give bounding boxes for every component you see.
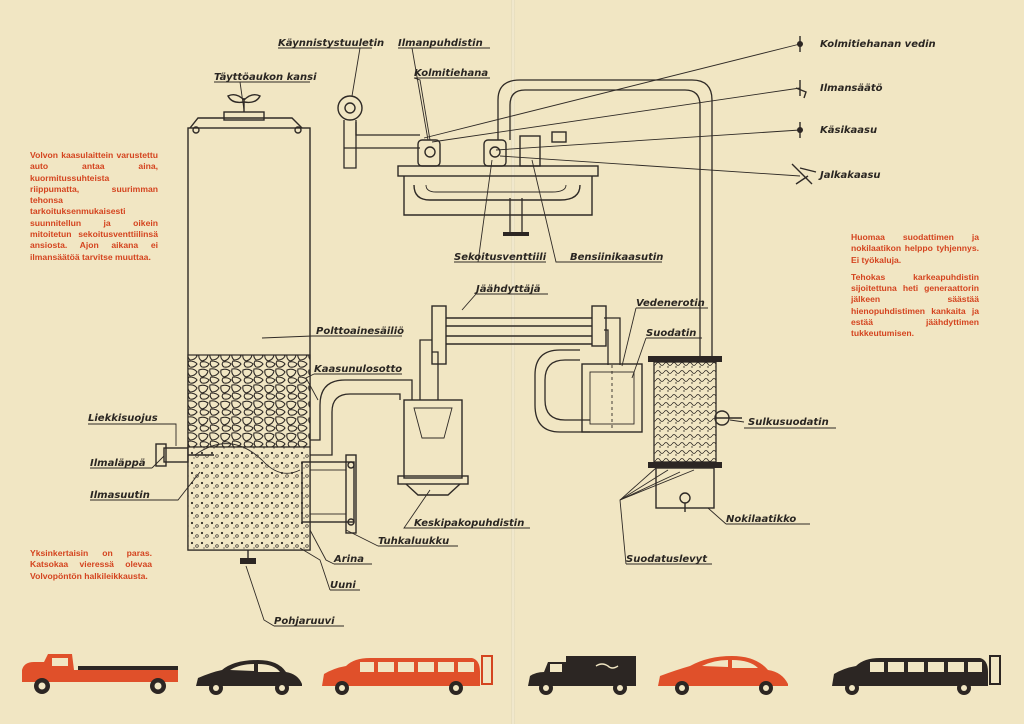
water-separator: [581, 363, 643, 433]
filter-note-2: Tehokas karkeapuhdistin sijoitettuna het…: [851, 271, 979, 339]
label-centrifugal-cleaner: Keskipakopuhdistin: [414, 518, 524, 529]
label-air-nozzle: Ilmasuutin: [90, 490, 150, 501]
vehicle-bus-dark: [832, 655, 1001, 695]
page-fold: [511, 0, 515, 724]
filter-notes: Huomaa suodattimen ja nokilaatikon helpp…: [851, 232, 979, 346]
generator-tank: [187, 127, 311, 564]
vehicle-truck-flatbed: [22, 654, 178, 694]
label-mixing-valve: Sekoitusventtiili: [454, 252, 547, 263]
label-gas-outlet: Kaasunulosotto: [314, 364, 402, 375]
filter-unit: [648, 356, 742, 512]
vehicle-sedan: [196, 660, 302, 695]
label-three-way-valve: Kolmitiehana: [414, 68, 488, 79]
label-start-fan: Käynnistystuuletin: [278, 38, 384, 49]
engine-manifold: [397, 131, 599, 216]
label-grate: Arina: [333, 554, 364, 565]
foot-throttle-pedal: [791, 163, 817, 185]
label-air-control: Ilmansäätö: [820, 83, 883, 94]
label-filler-lid: Täyttöaukon kansi: [214, 72, 317, 83]
label-cooler: Jäähdyttäjä: [474, 284, 541, 295]
label-bottom-screw: Pohjaruuvi: [274, 616, 335, 627]
label-air-cleaner: Ilmanpuhdistin: [398, 38, 483, 49]
label-three-way-pull: Kolmitiehanan vedin: [820, 39, 936, 50]
label-petrol-carburettor: Bensiinikaasutin: [570, 252, 663, 263]
simplicity-paragraph: Yksinkertaisin on paras. Katsokaa vieres…: [30, 548, 152, 581]
simplicity-text: Yksinkertaisin on paras. Katsokaa vieres…: [30, 548, 152, 588]
label-hand-throttle: Käsikaasu: [820, 125, 877, 136]
vehicle-van: [528, 656, 636, 695]
label-shutoff-filter: Sulkusuodatin: [748, 417, 829, 428]
label-soot-box: Nokilaatikko: [726, 514, 796, 525]
labels: Käynnistystuuletin Ilmanpuhdistin Kolmit…: [88, 38, 936, 627]
filter-note-1: Huomaa suodattimen ja nokilaatikon helpp…: [851, 232, 979, 265]
label-foot-throttle: Jalkakaasu: [818, 170, 881, 181]
vehicle-row: [22, 654, 1001, 695]
gas-pipes: [310, 79, 713, 456]
label-furnace: Uuni: [330, 580, 356, 591]
knob-air-control: [795, 80, 807, 99]
label-filter: Suodatin: [646, 328, 696, 339]
controls: [423, 36, 817, 185]
label-water-separator: Vedenerotin: [636, 298, 705, 309]
intro-text: Volvon kaasulaittein varustettu auto ant…: [30, 150, 158, 269]
label-filter-plates: Suodatuslevyt: [626, 554, 708, 565]
cooler: [431, 305, 607, 365]
knob-three-way-pull: [797, 36, 803, 52]
label-fuel-tank: Polttoainesäiliö: [316, 326, 404, 337]
filler-lid: [189, 93, 303, 134]
air-nozzle: [155, 443, 214, 467]
label-flame-guard: Liekkisuojus: [88, 413, 158, 424]
centrifugal-cleaner: [397, 399, 469, 496]
label-ash-door: Tuhkaluukku: [378, 536, 449, 547]
intro-paragraph: Volvon kaasulaittein varustettu auto ant…: [30, 150, 158, 262]
vehicle-sedan-sport: [658, 656, 788, 695]
knob-hand-throttle: [797, 122, 803, 138]
vehicle-bus-red: [322, 655, 493, 695]
label-air-flap: Ilmaläppä: [90, 458, 146, 469]
